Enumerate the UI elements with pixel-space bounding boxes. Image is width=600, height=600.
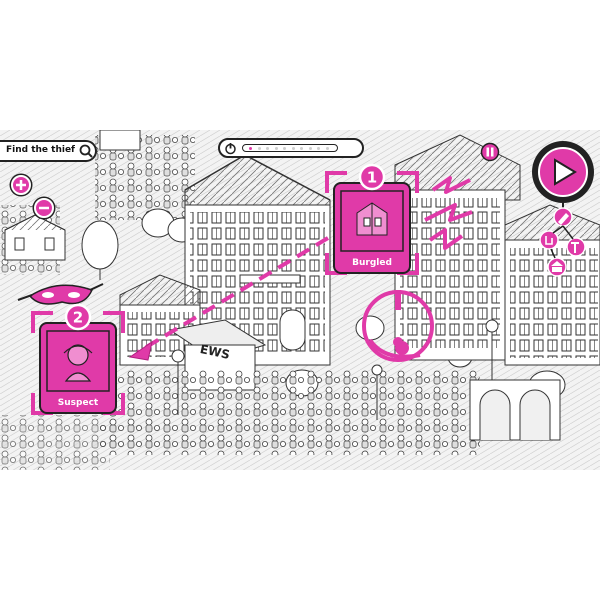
objective-panel: Find the thief bbox=[0, 140, 97, 162]
clue-card-burgled[interactable]: 1 Burgled bbox=[322, 163, 422, 283]
clue-number-badge-2 bbox=[64, 303, 92, 331]
plus-icon bbox=[16, 180, 26, 190]
clue-number-1: 1 bbox=[367, 169, 377, 187]
minus-icon bbox=[39, 206, 49, 210]
kiosk-sign: EWS bbox=[199, 342, 231, 362]
pause-button[interactable] bbox=[480, 142, 500, 162]
pause-icon bbox=[486, 147, 489, 157]
hammer-icon[interactable] bbox=[566, 237, 586, 257]
alarm-zigzags bbox=[424, 176, 473, 250]
burgled-building-icon bbox=[356, 202, 388, 236]
progress-dot bbox=[283, 146, 286, 150]
game-viewport[interactable]: EWS bbox=[0, 130, 600, 470]
archway bbox=[469, 379, 561, 441]
clue-label-burgled: Burgled bbox=[352, 258, 392, 268]
radial-tool-menu[interactable] bbox=[525, 140, 600, 285]
landmark-icon[interactable] bbox=[547, 257, 567, 277]
suspect-portrait-icon bbox=[63, 344, 93, 382]
street-crowd bbox=[100, 370, 480, 455]
progress-dot bbox=[317, 146, 320, 150]
clue-card-suspect[interactable]: 2 Suspect bbox=[28, 303, 128, 423]
pencil-icon[interactable] bbox=[553, 207, 573, 227]
progress-track bbox=[242, 144, 338, 152]
progress-dot bbox=[274, 146, 278, 150]
clue-label-suspect: Suspect bbox=[58, 398, 99, 408]
thief-mask-icon bbox=[17, 283, 104, 305]
clue-arrow-head bbox=[128, 340, 153, 361]
zoom-in-button[interactable] bbox=[11, 175, 31, 195]
power-icon[interactable] bbox=[224, 142, 237, 155]
objective-label: Find the thief bbox=[6, 145, 75, 155]
progress-dot bbox=[325, 146, 329, 150]
progress-dot bbox=[291, 146, 295, 150]
alert-marker bbox=[362, 290, 434, 362]
play-icon[interactable] bbox=[554, 158, 577, 186]
progress-dot bbox=[257, 146, 261, 150]
progress-dot bbox=[249, 146, 252, 150]
clue-number-badge-1 bbox=[358, 163, 386, 191]
street-lamps bbox=[171, 319, 499, 420]
hand-icon[interactable] bbox=[539, 230, 559, 250]
progress-bar-panel bbox=[218, 138, 364, 158]
clue-number-2: 2 bbox=[73, 309, 83, 327]
street-crowd-left bbox=[0, 415, 110, 470]
magnifier-icon[interactable] bbox=[79, 144, 93, 158]
small-houses-left bbox=[4, 214, 66, 261]
monument bbox=[99, 130, 141, 151]
clue-connection-line bbox=[136, 236, 330, 354]
progress-dot bbox=[308, 146, 312, 150]
progress-dot bbox=[300, 146, 303, 150]
progress-dot bbox=[266, 146, 269, 150]
zoom-out-button[interactable] bbox=[34, 198, 54, 218]
